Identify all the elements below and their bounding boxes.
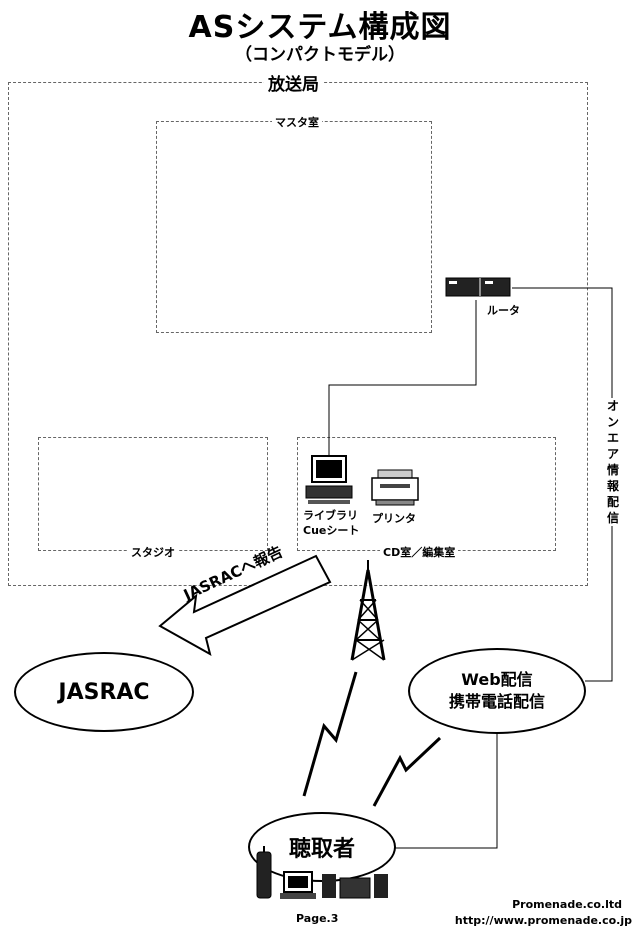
diagram-title: ASシステム構成図 [188,10,452,45]
web-label-1: Web配信 [461,670,533,689]
router-label: ルータ [487,304,520,317]
page-number: Page.3 [296,912,339,925]
listener-node: 聴取者 [248,812,396,882]
master-room-label: マスタ室 [272,114,322,130]
broadcast-label: 放送局 [264,70,323,95]
studio-label: スタジオ [128,544,178,560]
company-url[interactable]: http://www.promenade.co.jp [454,914,632,927]
jasrac-node: JASRAC [14,652,194,732]
printer-label: プリンタ [372,512,416,525]
web-label-2: 携帯電話配信 [448,692,545,711]
library-label-2: Cueシート [303,524,360,537]
web-distribution-node: Web配信 携帯電話配信 [408,648,586,734]
listener-label: 聴取者 [288,837,355,862]
library-label-1: ライブラリ [303,509,358,522]
company-name: Promenade.co.ltd [512,898,622,911]
jasrac-label: JASRAC [58,679,150,705]
diagram-subtitle: （コンパクトモデル） [235,45,405,65]
cd-room-label: CD室／編集室 [380,544,459,560]
onair-label: オ ン エ ア 情 報 配 信 [604,398,622,526]
